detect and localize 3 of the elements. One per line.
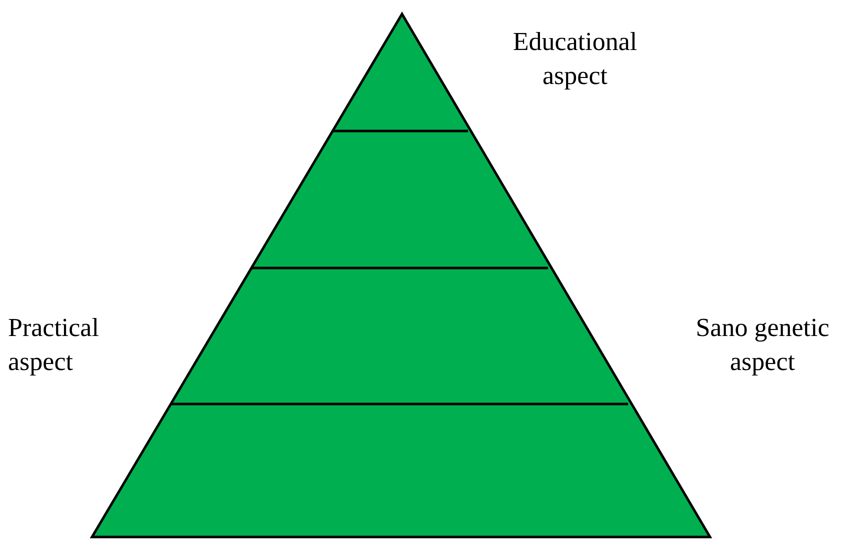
side-label: Educational aspect	[512, 26, 638, 92]
side-label: Practical aspect	[8, 312, 100, 378]
side-label: Sano genetic aspect	[694, 312, 830, 378]
